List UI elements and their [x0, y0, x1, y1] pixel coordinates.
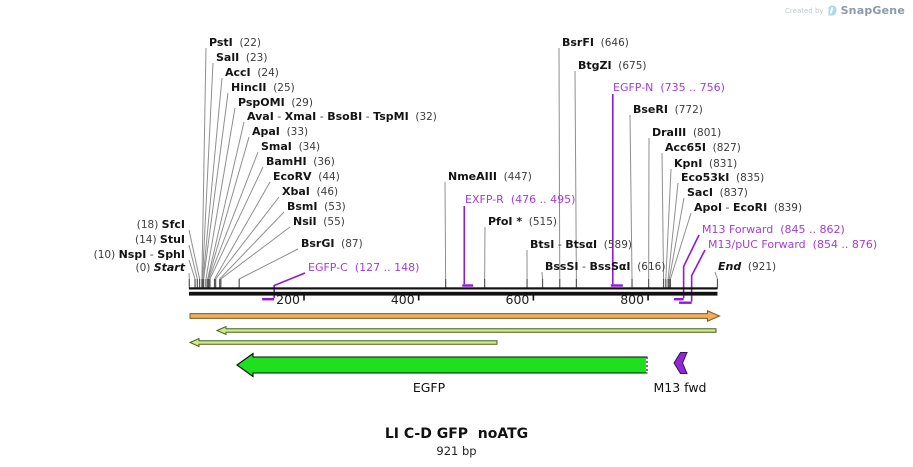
site-connector-AccI [202, 77, 223, 280]
site-connector-BamHI [209, 166, 264, 280]
frame-arrow-1 [215, 325, 717, 336]
primer-marker-EGFP-N [610, 284, 623, 287]
site-connector-ApoI [669, 212, 692, 280]
site-connector-NspI [188, 259, 196, 280]
orf-forward-arrow [189, 310, 721, 322]
site-connector-BsrFI [558, 47, 561, 280]
map-length: 921 bp [436, 444, 477, 458]
primer-marker-EXFP-R [462, 284, 474, 287]
site-connector-SalI [201, 62, 214, 280]
site-connector-End [714, 271, 718, 280]
snapgene-logo-icon [828, 5, 837, 16]
site-connector-BseRI [629, 114, 633, 280]
watermark-brand: SnapGene [840, 4, 905, 17]
site-connector-BtgZI [574, 70, 577, 280]
site-connector-BsmI [219, 211, 285, 280]
site-connector-XbaI [215, 196, 280, 280]
site-connector-HincII [203, 92, 229, 280]
site-connector-PstI [201, 47, 207, 280]
feature-label-egfp: EGFP [412, 380, 446, 395]
site-connector-SacI [668, 197, 685, 280]
egfp-arrow [236, 352, 648, 378]
watermark: Created by SnapGene [785, 4, 905, 17]
site-connector-Eco53kI [667, 182, 679, 280]
site-connector-Acc65I [661, 152, 665, 280]
sequence-line-bottom [189, 291, 718, 296]
site-connector-PspOMI [205, 107, 236, 280]
primer-marker-EGFP-C [262, 298, 275, 301]
frame-arrow-2 [188, 337, 498, 348]
site-connector-KpnI [665, 168, 672, 280]
site-connector-NsiI [220, 226, 291, 280]
site-connector-StuI [188, 244, 198, 280]
primer-marker-M13-pUC-Forward [679, 301, 692, 304]
site-connector-BssSI [541, 271, 544, 280]
site-connector-ApaI [207, 136, 250, 280]
site-connector-SfcI [188, 229, 201, 280]
feature-label-m13fwd: M13 fwd [653, 380, 707, 395]
site-connector-SmaI [208, 151, 259, 280]
site-connector-BsrGI [238, 248, 299, 280]
primer-marker-M13-Forward [673, 298, 684, 301]
site-connector-AvaI [207, 121, 245, 280]
site-connector-NmeAIII [444, 181, 447, 280]
map-title: LI C-D GFP noATG [384, 426, 529, 442]
m13fwd-arrow [673, 352, 688, 374]
sequence-line-top [189, 287, 718, 290]
watermark-created-by: Created by [785, 6, 824, 15]
site-connector-EcoRV [214, 181, 271, 280]
